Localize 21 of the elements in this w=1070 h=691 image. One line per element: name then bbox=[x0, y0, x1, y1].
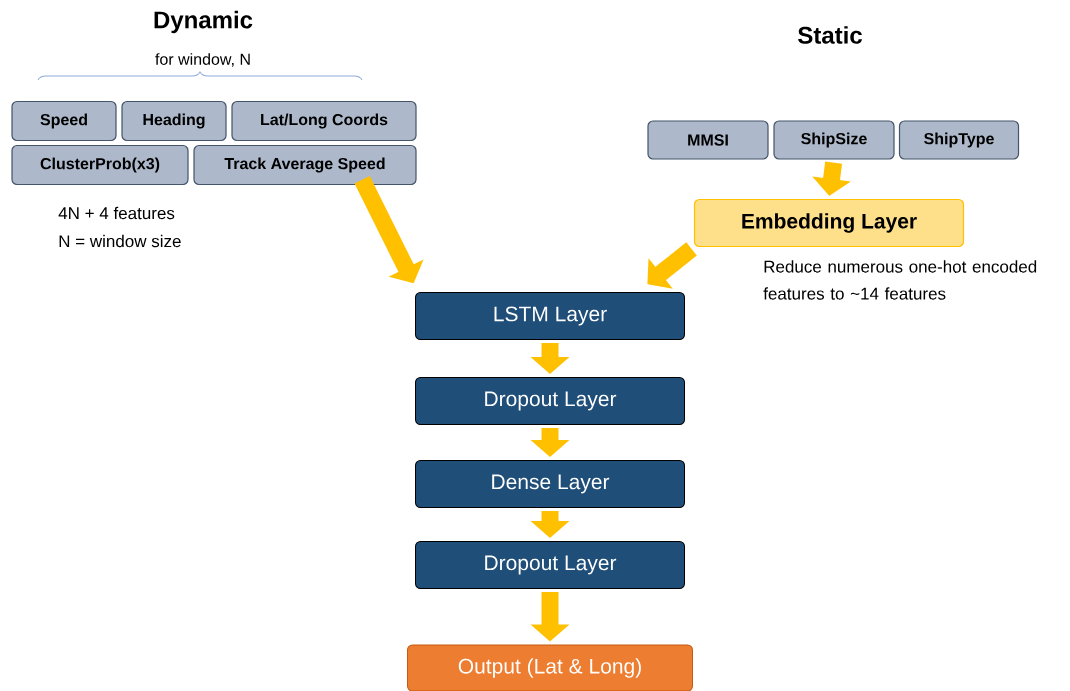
feature-box: Speed bbox=[11, 100, 117, 142]
output-box: Output (Lat & Long) bbox=[407, 644, 693, 691]
feature-box: Heading bbox=[121, 100, 227, 142]
feature-box: ShipSize bbox=[773, 120, 895, 160]
feature-box: ShipType bbox=[898, 120, 1020, 160]
subheading: for window, N bbox=[155, 53, 250, 67]
note-text: 4N + 4 features bbox=[58, 206, 175, 220]
note-text: Reduce numerous one-hot encoded features to ~14 features bbox=[763, 260, 1037, 300]
layer-box: Dropout Layer bbox=[415, 541, 685, 589]
feature-box: Lat/Long Coords bbox=[231, 100, 417, 142]
layer-box: Dense Layer bbox=[415, 460, 685, 508]
feature-box: MMSI bbox=[647, 120, 769, 160]
heading: Dynamic bbox=[154, 10, 253, 34]
layer-box: LSTM Layer bbox=[415, 292, 685, 340]
layer-box: Dropout Layer bbox=[415, 377, 685, 425]
feature-box: Track Average Speed bbox=[193, 144, 417, 186]
feature-box: ClusterProb(x3) bbox=[11, 144, 189, 186]
note-text: N = window size bbox=[59, 234, 181, 248]
block-arrow bbox=[647, 242, 697, 289]
heading: Static bbox=[798, 26, 862, 44]
embedding-box: Embedding Layer bbox=[693, 198, 965, 248]
